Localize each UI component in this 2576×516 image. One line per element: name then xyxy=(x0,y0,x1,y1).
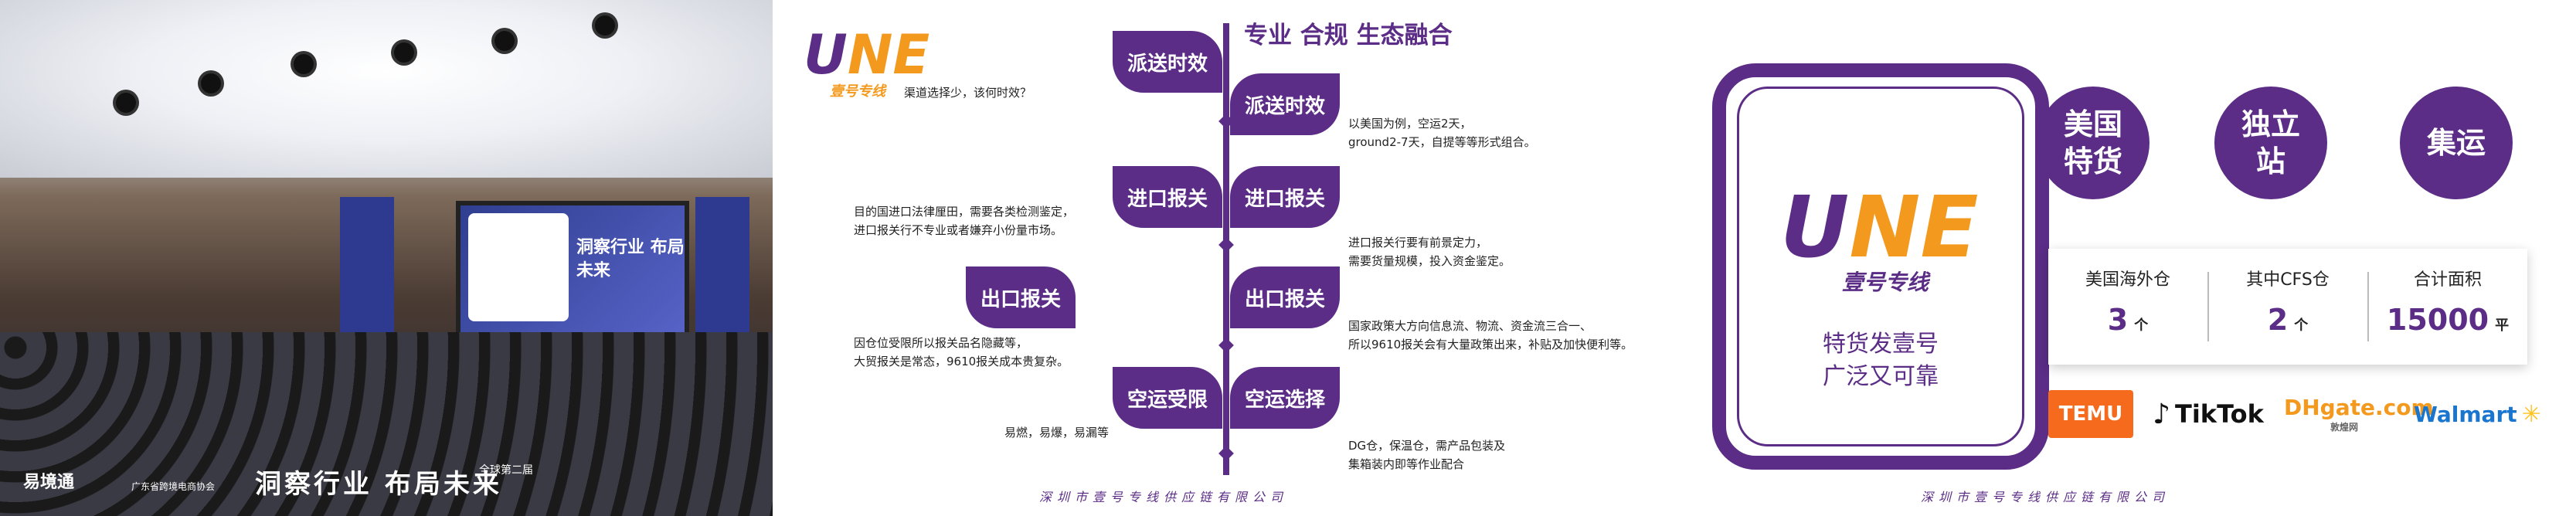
service-independent-site: 独立 站 xyxy=(2214,87,2327,199)
brand-panel: UNE 壹号专线 特货发壹号 广泛又可靠 美国 特货 独立 站 集运 美国海外仓… xyxy=(1666,0,2576,516)
stat-value: 3 xyxy=(2107,303,2129,337)
spotlight xyxy=(394,42,414,63)
desc-air-limit-left: 易燃，易爆，易漏等 xyxy=(1004,426,1110,440)
spotlight xyxy=(494,31,515,51)
stat-label: 其中CFS仓 xyxy=(2246,270,2330,290)
association-logo: 广东省跨境电商协会 xyxy=(131,481,216,492)
spotlight xyxy=(201,73,221,93)
stat-label: 美国海外仓 xyxy=(2085,270,2170,290)
leaf-import-customs-right: 进口报关 xyxy=(1230,166,1340,228)
desc-export-customs-left: 因仓位受限所以报关品名隐藏等， 大贸报关是常态，9610报关成本贵复杂。 xyxy=(854,336,1069,368)
leaf-air-limit-left: 空运受限 xyxy=(1113,367,1222,429)
spotlight xyxy=(595,15,615,36)
tiktok-logo: ♪ TikTok xyxy=(2153,390,2264,438)
card-tagline-1: 特货发壹号 xyxy=(1823,331,1939,358)
banner-small-text: 全球第二届 xyxy=(479,464,533,477)
timeline-panel: UNE 壹号专线 专业 合规 生态融合 派送时效 派送时效 进口报关 进口报关 … xyxy=(773,0,1666,516)
stat-value: 15000 xyxy=(2386,303,2489,337)
tiktok-note-icon: ♪ xyxy=(2153,398,2170,430)
leaf-delivery-time-left: 派送时效 xyxy=(1113,31,1222,93)
spotlight xyxy=(116,93,136,113)
brand-logo: UNE 壹号专线 xyxy=(804,23,929,100)
spotlight xyxy=(294,54,314,74)
walmart-spark-icon: ✳ xyxy=(2521,400,2541,428)
company-footer: 深圳市壹号专线供应链有限公司 xyxy=(1039,490,1289,504)
leaf-export-customs-left: 出口报关 xyxy=(966,266,1076,328)
ceiling-lights xyxy=(0,0,773,178)
stat-label: 合计面积 xyxy=(2413,270,2482,290)
dhgate-logo: DHgate.com 敦煌网 xyxy=(2284,390,2434,438)
event-photo: 洞察行业 布局未来 全球第二届 易境通 广东省跨境电商协会 洞察行业 布局未来 xyxy=(0,0,773,516)
audience xyxy=(0,332,773,516)
brand-logo-large: UNE 壹号专线 xyxy=(1780,178,1979,297)
card-tagline-2: 广泛又可靠 xyxy=(1823,363,1939,390)
brand-card: UNE 壹号专线 特货发壹号 广泛又可靠 xyxy=(1712,63,2049,470)
stat-value: 2 xyxy=(2267,303,2289,337)
leaf-air-choice-right: 空运选择 xyxy=(1230,367,1340,429)
divider xyxy=(2367,272,2369,341)
logo-mark-ne: NE xyxy=(1849,178,1979,277)
desc-export-customs-right: 国家政策大方向信息流、物流、资金流三合一、 所以9610报关会有大量政策出来，补… xyxy=(1348,319,1633,351)
screen-title: 洞察行业 布局未来 xyxy=(576,238,685,280)
stage-caption: 洞察行业 布局未来 xyxy=(255,469,502,500)
desc-import-customs-left: 目的国进口法律厘田，需要各类检测鉴定， 进口报关行不专业或者嫌弃小份量市场。 xyxy=(854,205,1075,237)
walmart-logo: Walmart ✳ xyxy=(2414,390,2541,438)
screen-brand-card xyxy=(468,213,569,321)
dhgate-label: DHgate.com xyxy=(2284,395,2434,420)
company-footer: 深圳市壹号专线供应链有限公司 xyxy=(1921,490,2170,504)
stem-node xyxy=(1218,446,1234,461)
desc-import-customs-right: 进口报关行要有前景定力， 需要货量规模，投入资金鉴定。 xyxy=(1348,236,1511,268)
stage-screen: 洞察行业 布局未来 xyxy=(456,201,689,341)
service-us-special-goods: 美国 特货 xyxy=(2037,87,2149,199)
stat-total-area: 合计面积 15000 平 xyxy=(2368,249,2527,365)
logo-subtitle: 壹号专线 xyxy=(1842,270,1929,295)
desc-air-choice-right: DG仓，保温仓，需产品包装及 集箱装内即等作业配合 xyxy=(1348,439,1506,471)
tiktok-label: TikTok xyxy=(2174,399,2264,429)
stem-node xyxy=(1218,338,1234,353)
service-consolidation: 集运 xyxy=(2400,87,2513,199)
dhgate-sub: 敦煌网 xyxy=(2330,422,2359,433)
stat-unit: 平 xyxy=(2495,317,2510,334)
leaf-import-customs-left: 进口报关 xyxy=(1113,166,1222,228)
temu-logo: TEMU xyxy=(2048,390,2133,438)
slogan: 专业 合规 生态融合 xyxy=(1244,22,1453,49)
organizer-logo: 易境通 xyxy=(23,473,75,492)
stem-node xyxy=(1218,237,1234,253)
brand-card-inner xyxy=(1737,87,2024,446)
logo-subtitle: 壹号专线 xyxy=(830,83,885,100)
stat-unit: 个 xyxy=(2134,317,2149,334)
stat-unit: 个 xyxy=(2294,317,2309,334)
temu-label: TEMU xyxy=(2058,402,2123,426)
walmart-label: Walmart xyxy=(2414,401,2517,427)
leaf-export-customs-right: 出口报关 xyxy=(1230,266,1340,328)
desc-delivery-time-right: 以美国为例，空运2天， ground2-7天，自提等等形式组合。 xyxy=(1348,117,1536,149)
logo-mark-u: U xyxy=(1780,178,1850,277)
divider xyxy=(2207,272,2209,341)
leaf-delivery-time-right: 派送时效 xyxy=(1230,73,1340,135)
logo-mark-ne: NE xyxy=(847,23,930,87)
desc-delivery-time-left: 渠道选择少，该何时效？ xyxy=(904,86,1032,100)
logo-mark-u: U xyxy=(804,23,848,87)
